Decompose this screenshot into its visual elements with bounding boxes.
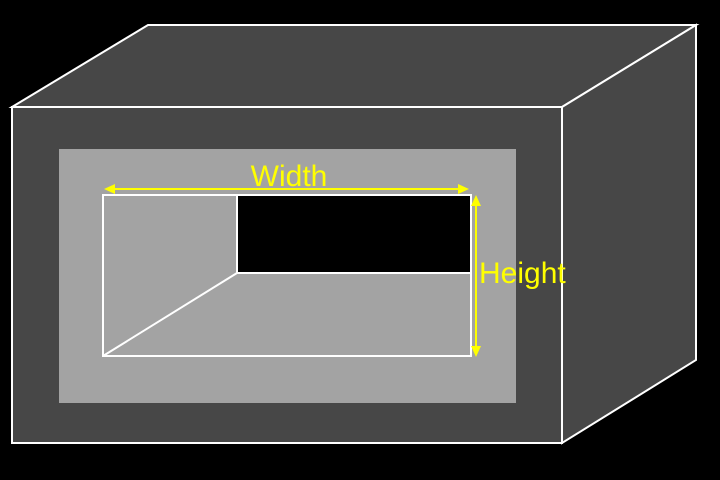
opening-depth-edge	[102, 272, 238, 357]
opening-back-wall	[237, 195, 471, 273]
opening-outline	[102, 194, 472, 357]
front-panel	[59, 149, 516, 403]
width-dimension-arrow	[104, 184, 469, 194]
width-label: Width	[251, 160, 328, 193]
height-label: Height	[479, 257, 566, 290]
height-dimension-arrow	[471, 195, 481, 357]
